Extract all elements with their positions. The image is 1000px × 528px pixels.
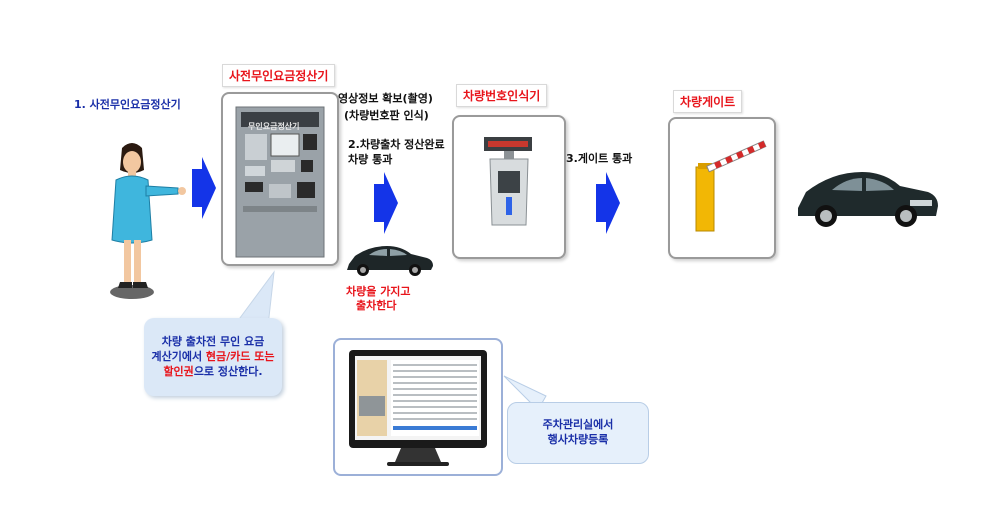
callout-left-line3-b: 으로 정산한다. bbox=[193, 365, 263, 378]
step2-label-line2: 차량 통과 bbox=[348, 153, 393, 166]
callout-left-line1: 차량 출차전 무인 요금 bbox=[161, 335, 265, 348]
capture-text-line1: 영상정보 확보(촬영) bbox=[338, 92, 433, 105]
step2-label-line1: 2.차량출차 정산완료 bbox=[348, 138, 445, 151]
lpr-title: 차량번호인식기 bbox=[456, 84, 548, 107]
exit-text-line2: 출차한다 bbox=[356, 299, 397, 312]
step3-label: 3.게이트 통과 bbox=[566, 152, 633, 165]
gate-title: 차량게이트 bbox=[673, 90, 743, 113]
capture-text-line2: (차량번호판 인식) bbox=[344, 109, 429, 122]
arrow-right-icon bbox=[596, 172, 620, 234]
lpr-panel bbox=[452, 115, 566, 259]
callout-left-line2-b: 현금/카드 또는 bbox=[205, 350, 275, 363]
person-icon bbox=[110, 143, 186, 299]
callout-right-line2: 행사차량등록 bbox=[547, 433, 609, 446]
kiosk-screen-label: 무인요금정산기 bbox=[248, 122, 300, 131]
kiosk-panel bbox=[221, 92, 339, 266]
arrow-right-icon bbox=[192, 157, 216, 219]
monitor-panel bbox=[333, 338, 503, 476]
callout-left: 차량 출차전 무인 요금 계산기에서 현금/카드 또는 할인권으로 정산한다. bbox=[144, 318, 282, 396]
callout-left-line3-a: 할인권 bbox=[163, 365, 194, 378]
callout-right-line1: 주차관리실에서 bbox=[542, 418, 614, 431]
barrier-gate-icon bbox=[695, 140, 767, 232]
plate-recognition-camera-icon bbox=[484, 137, 532, 226]
gate-panel bbox=[668, 117, 776, 259]
callout-left-line2-a: 계산기에서 bbox=[151, 350, 206, 363]
kiosk-title: 사전무인요금정산기 bbox=[222, 64, 336, 87]
exit-text-line1: 차량을 가지고 bbox=[346, 285, 411, 298]
arrow-right-icon bbox=[374, 172, 398, 234]
car-icon bbox=[798, 172, 938, 227]
payment-kiosk-icon bbox=[235, 106, 325, 258]
car-icon bbox=[347, 246, 433, 276]
callout-right: 주차관리실에서 행사차량등록 bbox=[507, 402, 649, 464]
step1-label: 1. 사전무인요금정산기 bbox=[74, 98, 181, 111]
monitor-icon bbox=[349, 350, 487, 466]
